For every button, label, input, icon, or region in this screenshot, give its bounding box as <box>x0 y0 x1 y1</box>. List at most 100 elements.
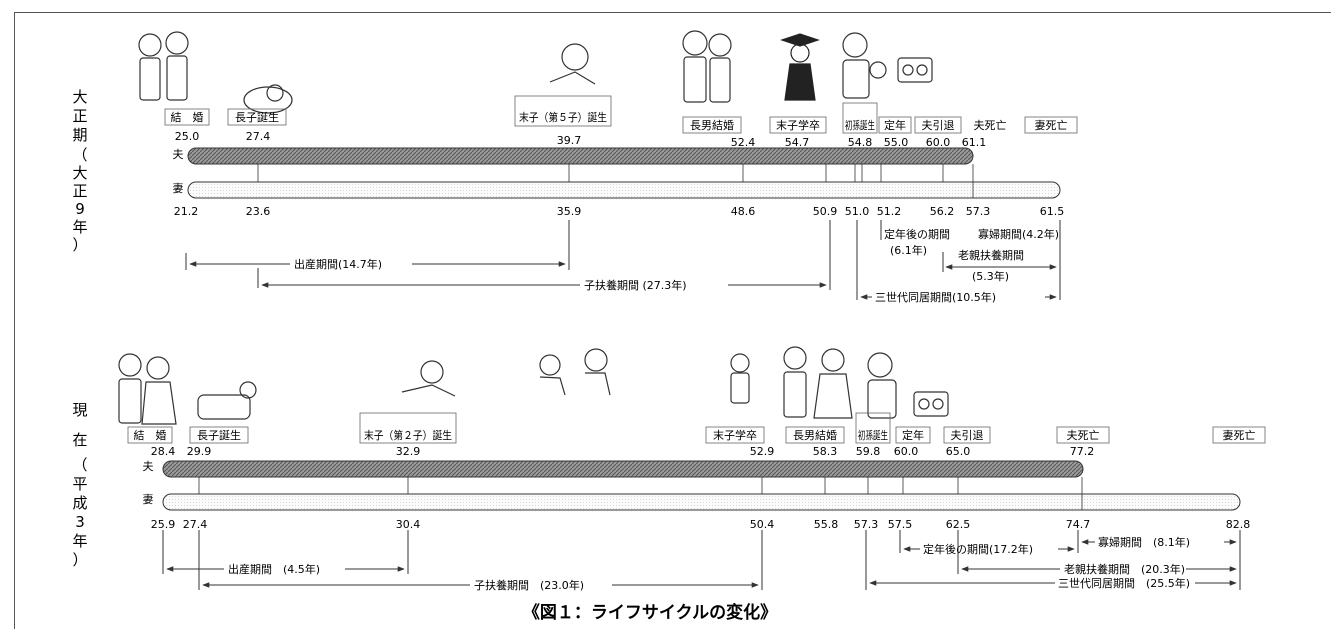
event-label: 長子誕生 <box>197 428 241 442</box>
event-label: 結 婚 <box>171 110 204 124</box>
wife-age: 50.9 <box>813 205 838 218</box>
side-char: 大 <box>72 164 87 182</box>
event-box <box>359 412 457 444</box>
graduate-girl-illustration <box>730 353 750 404</box>
husband-age: 54.7 <box>785 136 810 149</box>
husband-age: 59.8 <box>856 445 881 458</box>
period-label: 寡婦期間(4.2年) <box>978 227 1059 241</box>
side-char: 正 <box>72 182 87 200</box>
wife-age: 62.5 <box>946 518 971 531</box>
wife-age: 55.8 <box>814 518 839 531</box>
side-char: 正 <box>72 107 87 125</box>
event-label: 末子学卒 <box>776 118 820 132</box>
side-char: （ <box>72 456 87 474</box>
husband-age: 54.8 <box>848 136 873 149</box>
event-box <box>1212 426 1266 444</box>
child-illustration <box>401 360 456 397</box>
event-box <box>878 116 912 134</box>
wedding-couple-illustration <box>118 353 177 425</box>
event-box <box>769 116 827 134</box>
event-box <box>164 108 210 126</box>
event-label: 初孫誕生 <box>845 118 875 132</box>
wife-marker: 妻 <box>173 182 184 195</box>
side-char: 3 <box>75 513 85 531</box>
event-box <box>1024 116 1078 134</box>
period-label: 老親扶養期間 <box>958 248 1024 262</box>
wife-age: 50.4 <box>750 518 775 531</box>
side-char: 平 <box>72 475 87 493</box>
event-label: 定年 <box>884 118 906 132</box>
side-char: 現 <box>72 401 87 419</box>
event-box <box>682 116 742 134</box>
wife-age: 30.4 <box>396 518 421 531</box>
graduate-illustration <box>780 33 820 101</box>
baby-illustration <box>197 381 257 420</box>
event-label: 定年 <box>902 428 924 442</box>
event-label: 妻死亡 <box>1035 118 1068 132</box>
husband-age: 55.0 <box>884 136 909 149</box>
husband-age: 28.4 <box>151 445 176 458</box>
event-label: 長男結婚 <box>793 428 837 442</box>
wife-age: 57.5 <box>888 518 913 531</box>
wife-age: 51.0 <box>845 205 870 218</box>
husband-age: 25.0 <box>175 130 200 143</box>
event-box <box>514 95 612 127</box>
event-box <box>785 426 845 444</box>
side-char: 期 <box>72 126 87 144</box>
event-label: 長男結婚 <box>690 118 734 132</box>
event-box <box>189 426 249 444</box>
husband-age: 39.7 <box>557 134 582 147</box>
wife-marker: 妻 <box>143 493 154 506</box>
husband-age: 32.9 <box>396 445 421 458</box>
event-label: 夫死亡 <box>1067 428 1100 442</box>
tick-lines <box>257 164 974 198</box>
wife-age: 35.9 <box>557 205 582 218</box>
husband-bar <box>187 147 974 165</box>
event-label: 夫引退 <box>922 118 955 132</box>
grandparent-illustration <box>867 352 897 419</box>
radio-illustration <box>913 391 949 417</box>
husband-age: 58.3 <box>813 445 838 458</box>
husband-age: 65.0 <box>946 445 971 458</box>
side-char: 大 <box>72 88 87 106</box>
wife-bar <box>187 181 1061 199</box>
period-arrows-gendai <box>162 530 1241 590</box>
husband-age: 60.0 <box>894 445 919 458</box>
side-char: 在 <box>72 431 87 449</box>
husband-age: 60.0 <box>926 136 951 149</box>
wife-age: 56.2 <box>930 205 955 218</box>
event-label: 末子学卒 <box>713 428 757 442</box>
children-running-illustration <box>539 348 611 396</box>
event-box <box>127 426 173 444</box>
event-box <box>1056 426 1110 444</box>
section-gendai: 現 在 （ 平 成 3 年 ） <box>72 346 1266 592</box>
period-label: 寡婦期間 (8.1年) <box>1098 535 1190 549</box>
side-char: 年 <box>72 532 87 550</box>
period-labels-taisho: 出産期間(14.7年) 子扶養期間 (27.3年) 定年後の期間 (6.1年) … <box>294 227 1059 304</box>
tick-lines <box>198 477 1083 510</box>
wife-ages-taisho: 21.2 23.6 35.9 48.6 50.9 51.0 51.2 56.2 … <box>174 205 1065 218</box>
husband-bar <box>162 460 1084 478</box>
events-taisho: 結 婚 25.0 長子誕生 27.4 末子（第５子）誕生 39.7 長男結婚 5… <box>164 95 1078 149</box>
section-taisho: 大 正 期 （ 大 正 9 年 ） <box>72 30 1078 304</box>
wife-age: 23.6 <box>246 205 271 218</box>
wife-age: 57.3 <box>966 205 991 218</box>
husband-marker: 夫 <box>143 460 154 473</box>
period-label: 老親扶養期間 (20.3年) <box>1064 562 1185 576</box>
event-label: 妻死亡 <box>1223 428 1256 442</box>
wife-age: 74.7 <box>1066 518 1091 531</box>
event-box <box>842 102 878 134</box>
side-label-gendai: 現 在 （ 平 成 3 年 ） <box>72 401 87 569</box>
husband-age: 52.9 <box>750 445 775 458</box>
period-label: 出産期間(14.7年) <box>294 257 382 271</box>
side-char: ） <box>72 551 87 569</box>
side-char: 成 <box>72 494 87 512</box>
period-label: 子扶養期間 (23.0年) <box>474 578 584 592</box>
radio-illustration <box>897 57 933 83</box>
husband-age: 52.4 <box>731 136 756 149</box>
wife-age: 61.5 <box>1040 205 1065 218</box>
figure-frame <box>14 12 1331 629</box>
side-label-taisho: 大 正 期 （ 大 正 9 年 ） <box>72 88 87 254</box>
figure-caption: 《図１：ライフサイクルの変化》 <box>523 602 777 623</box>
